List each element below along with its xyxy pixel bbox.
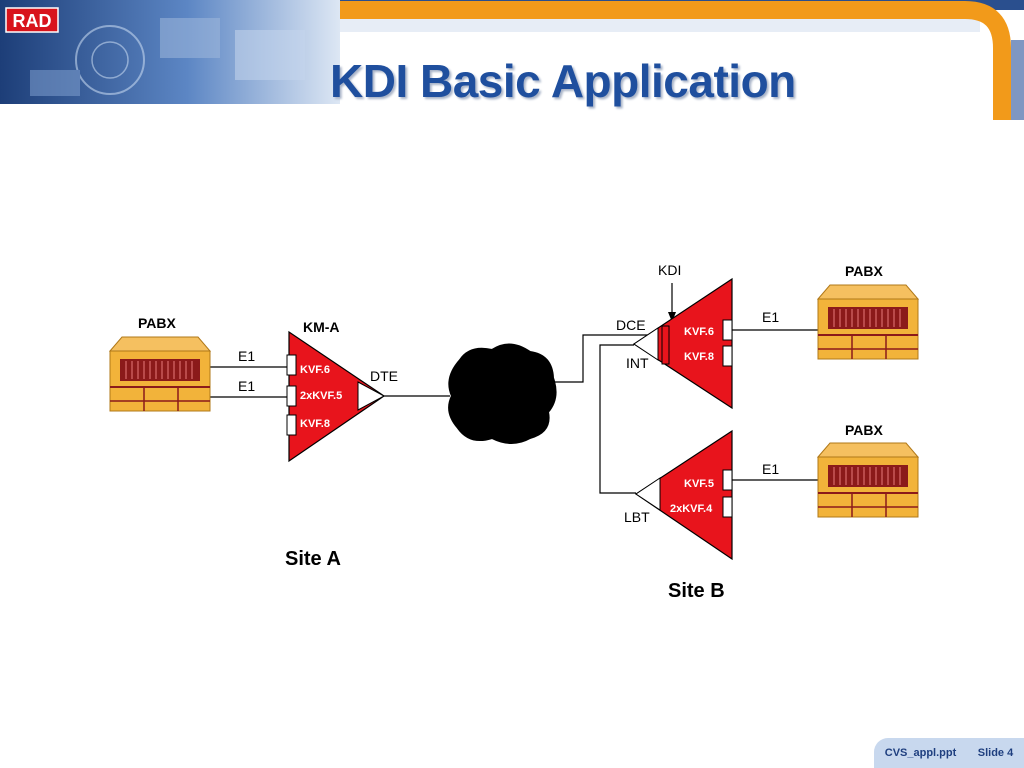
kdi-upper-port-1 (722, 319, 733, 341)
header-banner: RAD (0, 0, 1024, 120)
km-a-port-1 (286, 354, 297, 376)
rad-logo (5, 7, 59, 33)
rad-logo-text: RAD (13, 11, 52, 31)
km-a-module-1: KVF.6 (300, 364, 330, 376)
banner-orange-curve (340, 1, 1011, 120)
site-a-e1-label-1: E1 (238, 348, 255, 364)
lower-device-module-1: KVF.5 (684, 478, 714, 490)
km-a-port-3 (286, 414, 297, 436)
site-b-e1-label-upper: E1 (762, 309, 779, 325)
link-cloud-to-dce (553, 334, 655, 383)
kdi-upper-port-2 (722, 345, 733, 367)
site-a-e1-label-2: E1 (238, 378, 255, 394)
int-label: INT (626, 355, 649, 371)
km-a-module-2: 2xKVF.5 (300, 390, 342, 402)
network-cloud (448, 343, 557, 444)
banner-collage-decor (30, 18, 305, 96)
kdi-pointer-arrow (668, 283, 676, 322)
page-title: KDI Basic Application (330, 55, 796, 107)
connection-lines (210, 329, 818, 494)
dce-label: DCE (616, 317, 646, 333)
lower-device-port-2 (722, 496, 733, 518)
footer-file-name: CVS_appl.ppt (884, 747, 957, 759)
footer-slide-number: Slide 4 (977, 747, 1014, 759)
site-a-label: Site A (285, 548, 341, 570)
pabx-site-b-upper-label: PABX (845, 263, 884, 279)
pabx-site-a-label: PABX (138, 315, 177, 331)
link-int-to-lbt (599, 344, 636, 494)
banner-right-edge (1011, 40, 1024, 120)
pabx-site-a (109, 336, 211, 412)
km-a-port-2 (286, 385, 297, 407)
km-a-label: KM-A (303, 319, 340, 335)
site-b-lower-device (634, 429, 733, 561)
lower-device-module-2: 2xKVF.4 (670, 503, 713, 515)
pabx-site-b-upper (817, 284, 919, 360)
footer-tab: CVS_appl.ppt Slide 4 (874, 738, 1024, 768)
dte-label: DTE (370, 368, 398, 384)
kdi-upper-module-1: KVF.6 (684, 326, 714, 338)
pabx-site-b-lower-label: PABX (845, 422, 884, 438)
lower-device-port-1 (722, 469, 733, 491)
kdi-interface-card (661, 325, 670, 365)
pabx-site-b-lower (817, 442, 919, 518)
kdi-upper-device (632, 277, 733, 410)
kdi-upper-module-2: KVF.8 (684, 351, 714, 363)
lbt-label: LBT (624, 509, 650, 525)
km-a-dte-port (357, 381, 386, 411)
km-a-module-3: KVF.8 (300, 418, 330, 430)
site-b-label: Site B (668, 580, 725, 602)
lower-device-input-port (635, 477, 661, 511)
kdi-upper-input-port (633, 327, 659, 361)
kdi-label: KDI (658, 262, 681, 278)
site-b-e1-label-lower: E1 (762, 461, 779, 477)
